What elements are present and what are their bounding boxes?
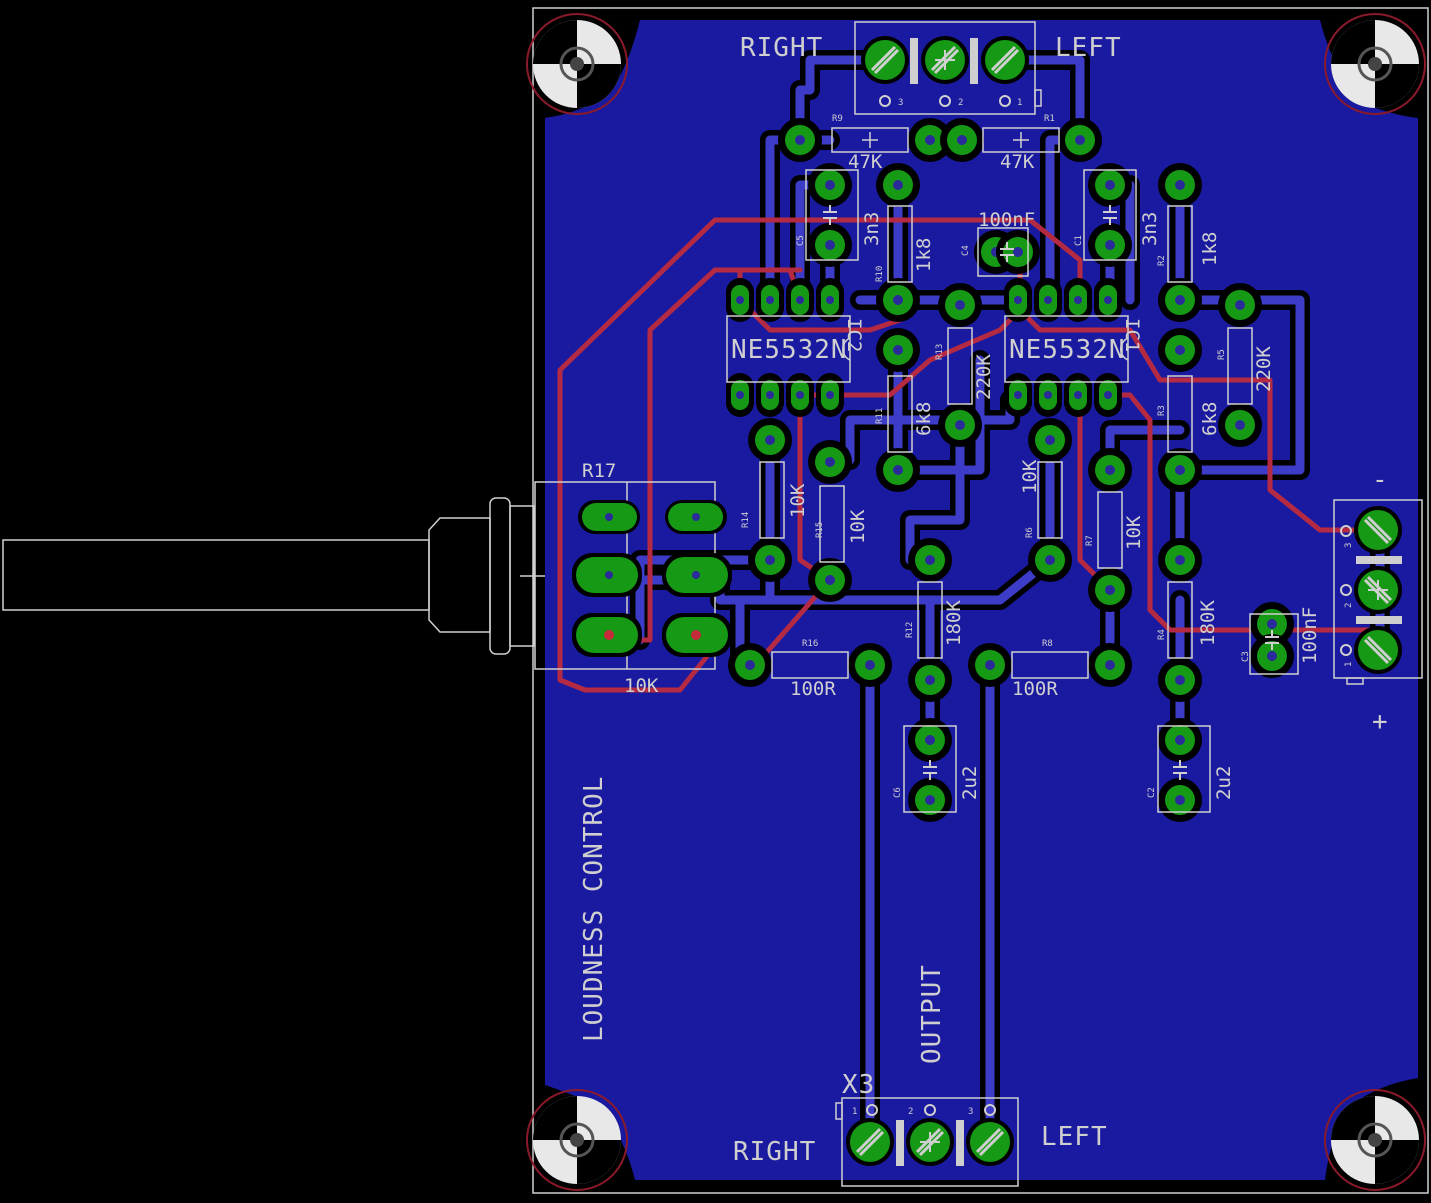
label-r10-value: 1k8: [913, 238, 935, 272]
power-pin-2: 2: [1344, 603, 1354, 608]
label-r7-value: 10K: [1123, 515, 1145, 550]
label-r9-value: 47K: [848, 151, 883, 173]
power-connector: 3 2 1 - +: [1333, 465, 1423, 737]
power-pin-1: 1: [1344, 662, 1354, 667]
label-c4-value: 100nF: [978, 209, 1035, 231]
label-r14-value: 10K: [787, 483, 809, 518]
capacitor-mark: [1265, 630, 1279, 650]
power-pin-3: 3: [1344, 543, 1354, 548]
component-labels: R9 47K R1 47K C5 3n3 R10 1k8 C4 100nF C1…: [741, 114, 1321, 800]
output-label: OUTPUT: [917, 964, 947, 1064]
ic2-ref: IC2: [843, 318, 865, 352]
capacitor-mark: [823, 205, 837, 225]
ic2: NE5532N IC2: [726, 315, 865, 383]
label-r11-value: 6k8: [913, 402, 935, 436]
label-r6-ref: R6: [1025, 527, 1035, 538]
label-r4-ref: R4: [1157, 629, 1167, 640]
component-pads: [726, 118, 1294, 822]
label-r8-ref: R8: [1042, 639, 1053, 649]
input-pin-2: 2: [958, 98, 963, 108]
ic1: NE5532N IC1: [1004, 315, 1143, 383]
label-r10-ref: R10: [875, 266, 885, 282]
label-r15-value: 10K: [847, 509, 869, 544]
label-r16-ref: R16: [802, 639, 818, 649]
label-c3-ref: C3: [1241, 651, 1251, 662]
label-r9-ref: R9: [832, 114, 843, 124]
board-outline: [532, 7, 1429, 1194]
label-r15-ref: R15: [815, 522, 825, 538]
label-r5-value: 220K: [1253, 346, 1275, 392]
label-r5-ref: R5: [1217, 349, 1227, 360]
power-plus-label: +: [1372, 707, 1389, 737]
mounting-hole-bottom-right: [1324, 1089, 1426, 1191]
label-r4-value: 180K: [1197, 600, 1219, 646]
label-r14-ref: R14: [741, 512, 751, 528]
output-connector: 1 2 3 RIGHT LEFT X3: [733, 1070, 1108, 1187]
output-left-label: LEFT: [1041, 1122, 1108, 1152]
capacitor-mark: [1000, 242, 1014, 262]
capacitor-mark: [1103, 205, 1117, 225]
component-bodies: [759, 127, 1299, 813]
r17-ref: R17: [582, 460, 616, 482]
connector-x3-label: X3: [842, 1070, 875, 1100]
label-c3-value: 100nF: [1299, 607, 1321, 664]
capacitor-mark: [1173, 760, 1187, 780]
label-r13-value: 220K: [973, 354, 995, 400]
capacitor-mark: [923, 760, 937, 780]
label-c2-ref: C2: [1147, 787, 1157, 798]
mounting-hole-top-right: [1324, 13, 1426, 115]
output-pin-1: 1: [852, 1107, 857, 1117]
potentiometer-r17: R17 10K: [534, 460, 732, 697]
mounting-hole-top-left: [526, 13, 628, 115]
input-right-label: RIGHT: [740, 33, 823, 63]
ic1-part: NE5532N: [1009, 335, 1126, 365]
ic2-part: NE5532N: [731, 335, 848, 365]
label-r16-value: 100R: [790, 678, 836, 700]
input-pin-3: 3: [898, 98, 903, 108]
board-title: LOUDNESS CONTROL: [579, 776, 609, 1042]
input-pin-1: 1: [1017, 98, 1022, 108]
label-r12-value: 180K: [943, 600, 965, 646]
ic1-ref: IC1: [1121, 318, 1143, 352]
label-c1-ref: C1: [1074, 235, 1084, 246]
label-c2-value: 2u2: [1213, 766, 1235, 800]
label-r11-ref: R11: [875, 408, 885, 424]
r17-value: 10K: [624, 675, 659, 697]
label-c4-ref: C4: [961, 245, 971, 256]
label-r2-ref: R2: [1157, 255, 1167, 266]
label-r13-ref: R13: [935, 344, 945, 360]
label-r3-ref: R3: [1157, 405, 1167, 416]
label-r2-value: 1k8: [1199, 232, 1221, 266]
label-r3-value: 6k8: [1199, 402, 1221, 436]
label-r7-ref: R7: [1085, 535, 1095, 546]
output-right-label: RIGHT: [733, 1137, 816, 1167]
label-c5-ref: C5: [796, 235, 806, 246]
label-c5-value: 3n3: [861, 212, 883, 246]
label-r12-ref: R12: [905, 622, 915, 638]
input-left-label: LEFT: [1055, 33, 1122, 63]
output-pin-2: 2: [908, 1107, 913, 1117]
input-connector: 3 2 1 RIGHT LEFT: [740, 21, 1122, 115]
label-r1-value: 47K: [1000, 151, 1035, 173]
label-c6-ref: C6: [893, 787, 903, 798]
label-r1-ref: R1: [1044, 114, 1055, 124]
label-r6-value: 10K: [1019, 459, 1041, 494]
output-pin-3: 3: [968, 1107, 973, 1117]
potentiometer-shaft: [2, 497, 545, 655]
mounting-hole-bottom-left: [526, 1089, 628, 1191]
label-r8-value: 100R: [1012, 678, 1058, 700]
label-c6-value: 2u2: [959, 766, 981, 800]
power-minus-label: -: [1372, 465, 1389, 495]
label-c1-value: 3n3: [1139, 212, 1161, 246]
